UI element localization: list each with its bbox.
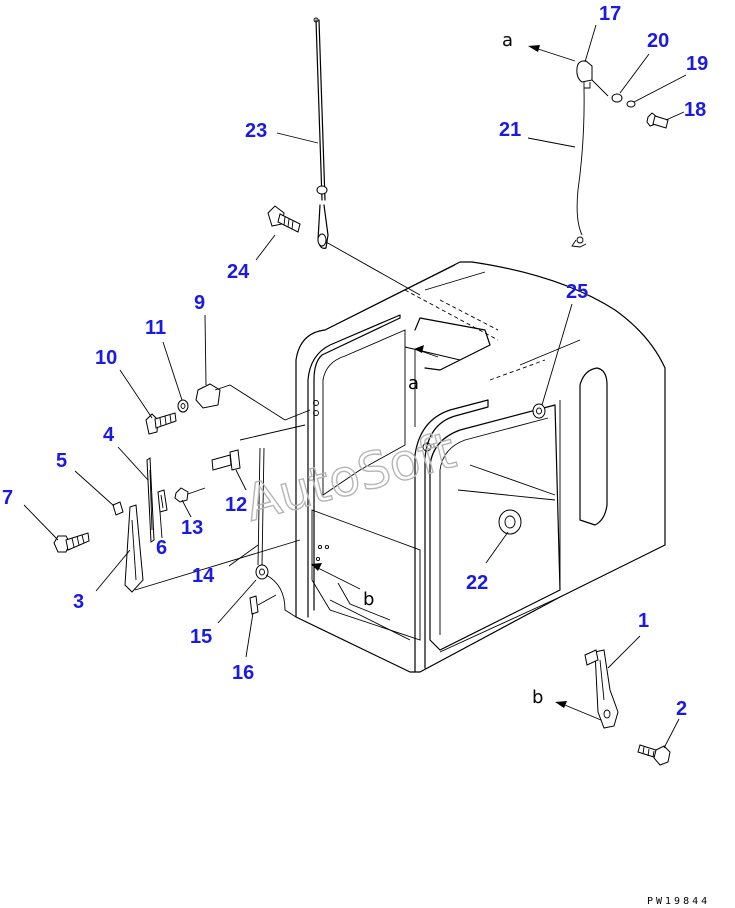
grommet-25 [532,403,546,419]
callout-10: 10 [95,347,117,369]
callout-2: 2 [676,698,687,720]
clip-6 [157,489,168,513]
callout-24: 24 [227,261,250,283]
bracket-1 [584,649,619,729]
callout-labels: 17 20 19 18 21 23 24 25 9 11 10 4 5 7 12… [2,3,708,720]
callout-23: 23 [245,120,267,142]
callout-16: 16 [232,662,254,684]
callout-6: 6 [156,537,167,559]
antenna-23 [313,17,421,296]
callout-7: 7 [2,487,13,509]
connector-9 [195,383,311,421]
grommet-15 [255,564,297,618]
wiper-blade-4 [146,457,155,543]
callout-12: 12 [225,494,247,516]
ref-b-cab: b [363,589,374,610]
callout-5: 5 [56,450,67,472]
bolt-7 [53,532,90,553]
callout-25: 25 [566,281,588,303]
clamp-16 [249,594,277,615]
callout-4: 4 [103,424,115,446]
callout-3: 3 [73,591,84,613]
ref-b-bracket: b [532,687,543,708]
bolt-2 [637,744,671,766]
bolt-24 [267,205,301,233]
cab-body [295,261,666,673]
washer-11 [177,399,189,413]
ref-arrows [311,45,602,721]
callout-18: 18 [684,99,706,121]
ref-a-top: a [502,30,513,51]
callout-22: 22 [466,572,488,594]
watermark-text: AutoSoft [239,421,461,533]
ref-a-cab: a [408,373,419,394]
leader-lines [23,24,687,749]
callout-17: 17 [599,3,621,25]
callout-14: 14 [192,565,215,587]
callout-1: 1 [638,610,649,632]
drawing-code: PW19844 [647,896,710,907]
callout-13: 13 [181,517,203,539]
callout-19: 19 [686,53,708,75]
callout-21: 21 [499,119,521,141]
clip-5 [112,501,124,516]
sensor-assembly [571,60,669,248]
washer-hose-14 [239,424,306,566]
callout-11: 11 [145,317,166,339]
nut-13 [174,487,206,503]
bolt-12 [211,449,241,471]
grommet-22 [498,509,522,535]
reference-letters: a a b b [363,30,543,708]
callout-15: 15 [190,626,212,648]
wiper-arm-3 [124,504,301,593]
callout-20: 20 [647,30,669,52]
bolt-10 [145,412,177,435]
callout-9: 9 [194,292,205,314]
